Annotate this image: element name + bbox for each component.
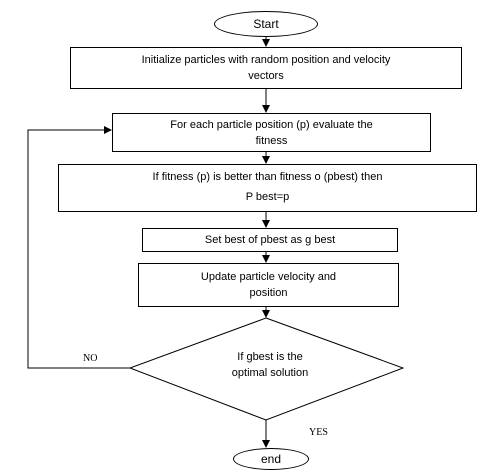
decision-text: If gbest is the optimal solution	[198, 339, 342, 391]
yes-branch-label: YES	[309, 427, 328, 438]
initialize-step: Initialize particles with random positio…	[70, 47, 462, 89]
set-gbest-step: Set best of pbest as g best	[142, 228, 398, 252]
pbest-condition-text: If fitness (p) is better than fitness o …	[152, 171, 383, 183]
set-gbest-text: Set best of pbest as g best	[204, 234, 336, 246]
update-text-line-1: Update particle velocity and	[200, 271, 337, 283]
initialize-text-line-1: Initialize particles with random positio…	[141, 54, 391, 66]
pbest-assignment-text: P best=p	[245, 191, 290, 203]
update-velocity-step: Update particle velocity and position	[138, 263, 399, 307]
decision-text-line-1: If gbest is the	[237, 351, 303, 363]
evaluate-fitness-step: For each particle position (p) evaluate …	[112, 113, 431, 152]
initialize-text-line-2: vectors	[248, 70, 284, 82]
start-label: Start	[253, 17, 279, 31]
no-loop-line	[27, 126, 130, 369]
evaluate-text-line-1: For each particle position (p) evaluate …	[170, 118, 373, 131]
end-terminal: end	[233, 448, 309, 470]
update-text-line-2: position	[249, 287, 288, 299]
decision-text-line-2: optimal solution	[231, 367, 309, 379]
no-branch-label: NO	[83, 353, 98, 364]
end-label: end	[260, 452, 282, 466]
start-terminal: Start	[214, 11, 318, 37]
pbest-update-step: If fitness (p) is better than fitness o …	[58, 164, 477, 212]
evaluate-text-line-2: fitness	[255, 134, 288, 147]
